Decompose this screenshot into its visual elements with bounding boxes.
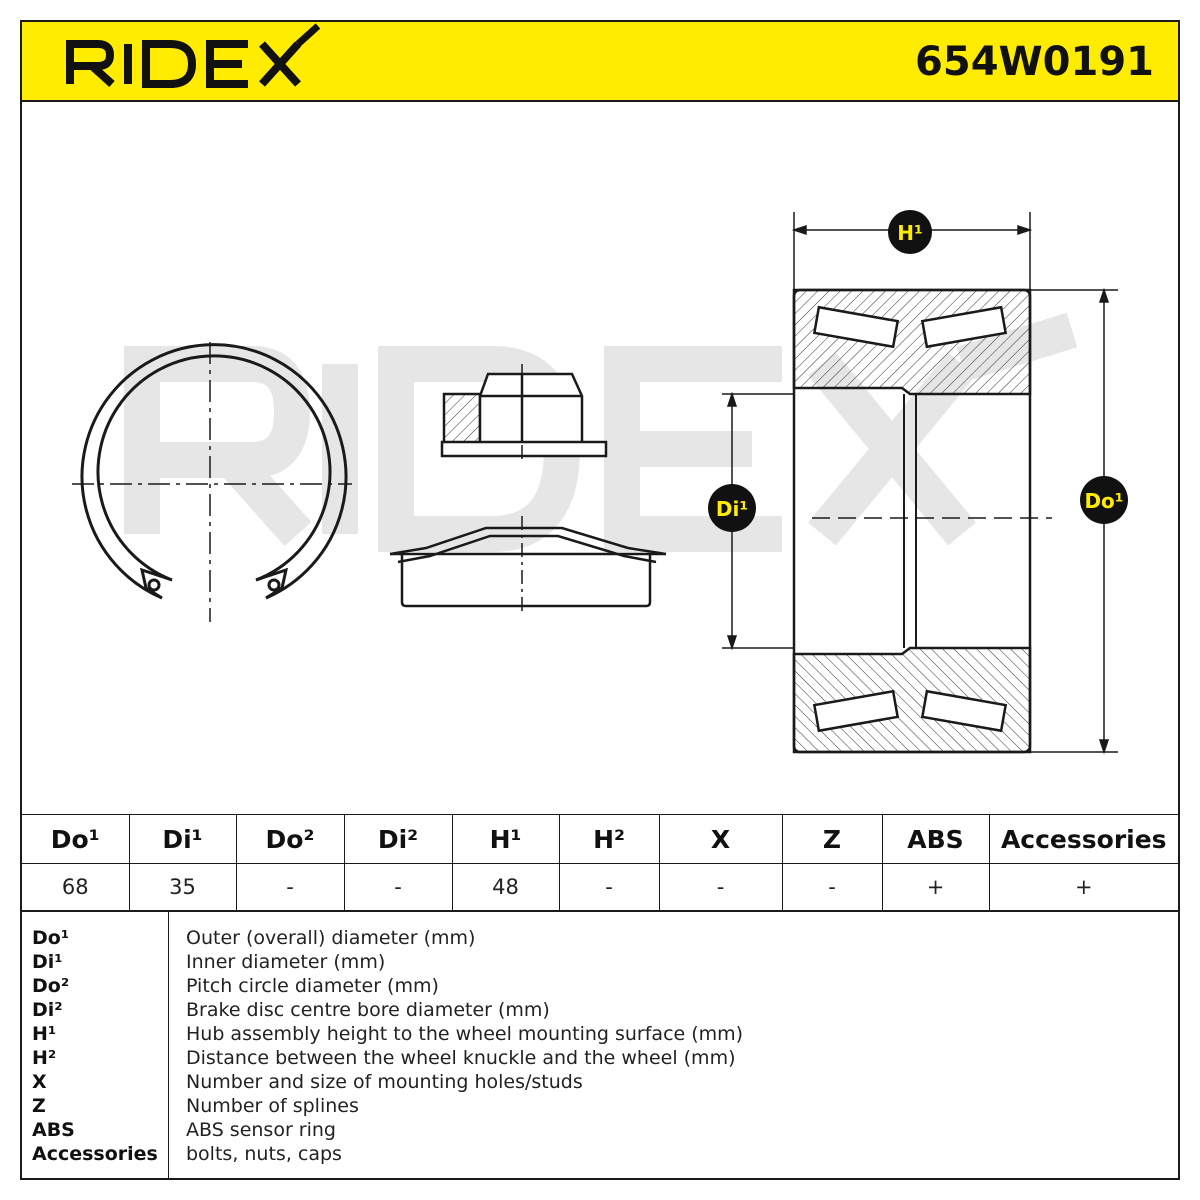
value-di2: - — [343, 863, 453, 911]
svg-text:Di¹: Di¹ — [716, 497, 748, 521]
legend-desc: Hub assembly height to the wheel mountin… — [186, 1023, 744, 1045]
legend-row: Z Number of splines — [22, 1094, 1178, 1118]
legend-row: Do² Pitch circle diameter (mm) — [22, 974, 1178, 998]
legend-section: Do¹ Outer (overall) diameter (mm) Di¹ In… — [22, 910, 1178, 1178]
value-z: - — [781, 863, 883, 911]
technical-drawing: H¹ Di¹ Do¹ — [72, 210, 1128, 755]
header-di1: Di¹ — [128, 814, 237, 864]
legend-row: Di¹ Inner diameter (mm) — [22, 950, 1178, 974]
legend-row: Di² Brake disc centre bore diameter (mm) — [22, 998, 1178, 1022]
value-do2: - — [235, 863, 345, 911]
legend-desc: bolts, nuts, caps — [186, 1143, 342, 1165]
header-x: X — [658, 814, 783, 864]
dust-cap-drawing — [389, 516, 667, 612]
header-do1: Do¹ — [22, 814, 130, 864]
legend-desc: Outer (overall) diameter (mm) — [186, 927, 476, 949]
circlip-ring-drawing — [72, 342, 352, 622]
legend-key: H² — [32, 1047, 57, 1069]
legend-desc: ABS sensor ring — [186, 1119, 336, 1141]
legend-desc: Inner diameter (mm) — [186, 951, 386, 973]
legend-row: H² Distance between the wheel knuckle an… — [22, 1046, 1178, 1070]
value-h2: - — [558, 863, 660, 911]
legend-key: X — [32, 1071, 47, 1093]
header-z: Z — [781, 814, 883, 864]
header-h1: H¹ — [451, 814, 560, 864]
header-h2: H² — [558, 814, 660, 864]
header-bar: 654W0191 — [22, 22, 1178, 102]
svg-text:H¹: H¹ — [897, 221, 923, 245]
legend-row: H¹ Hub assembly height to the wheel moun… — [22, 1022, 1178, 1046]
header-di2: Di² — [343, 814, 453, 864]
legend-desc: Brake disc centre bore diameter (mm) — [186, 999, 550, 1021]
specifications-table: Do¹ Di¹ Do² Di² H¹ H² X Z ABS Accessorie… — [22, 814, 1178, 911]
legend-desc: Pitch circle diameter (mm) — [186, 975, 439, 997]
legend-key: Do¹ — [32, 927, 70, 949]
product-sheet: 654W0191 — [20, 20, 1180, 1180]
value-h1: 48 — [451, 863, 560, 911]
value-accessories: + — [988, 863, 1178, 911]
legend-row: Do¹ Outer (overall) diameter (mm) — [22, 926, 1178, 950]
dimension-label-h1: H¹ — [888, 210, 932, 254]
value-abs: + — [881, 863, 990, 911]
legend-key: Z — [32, 1095, 46, 1117]
dimension-label-do1: Do¹ — [1080, 476, 1128, 524]
header-do2: Do² — [235, 814, 345, 864]
legend-row: X Number and size of mounting holes/stud… — [22, 1070, 1178, 1094]
legend-key: Di² — [32, 999, 63, 1021]
table-value-row: 68 35 - - 48 - - - + + — [22, 863, 1178, 911]
part-number: 654W0191 — [915, 39, 1154, 85]
legend-desc: Number of splines — [186, 1095, 359, 1117]
legend-row: Accessories bolts, nuts, caps — [22, 1142, 1178, 1166]
dimension-label-di1: Di¹ — [708, 484, 756, 532]
table-header-row: Do¹ Di¹ Do² Di² H¹ H² X Z ABS Accessorie… — [22, 814, 1178, 864]
header-accessories: Accessories — [988, 814, 1178, 864]
legend-key: Accessories — [32, 1143, 158, 1165]
value-di1: 35 — [128, 863, 237, 911]
header-abs: ABS — [881, 814, 990, 864]
legend-key: H¹ — [32, 1023, 57, 1045]
hex-nut-drawing — [440, 364, 608, 462]
legend-desc: Distance between the wheel knuckle and t… — [186, 1047, 736, 1069]
legend-row: ABS ABS sensor ring — [22, 1118, 1178, 1142]
legend-desc: Number and size of mounting holes/studs — [186, 1071, 583, 1093]
value-x: - — [658, 863, 783, 911]
svg-text:Do¹: Do¹ — [1084, 489, 1123, 513]
legend-key: Do² — [32, 975, 70, 997]
legend-key: ABS — [32, 1119, 75, 1141]
value-do1: 68 — [22, 863, 130, 911]
ridex-logo — [66, 23, 320, 88]
legend-key: Di¹ — [32, 951, 63, 973]
legend-divider — [168, 912, 169, 1178]
wheel-bearing-drawing — [792, 288, 1052, 754]
